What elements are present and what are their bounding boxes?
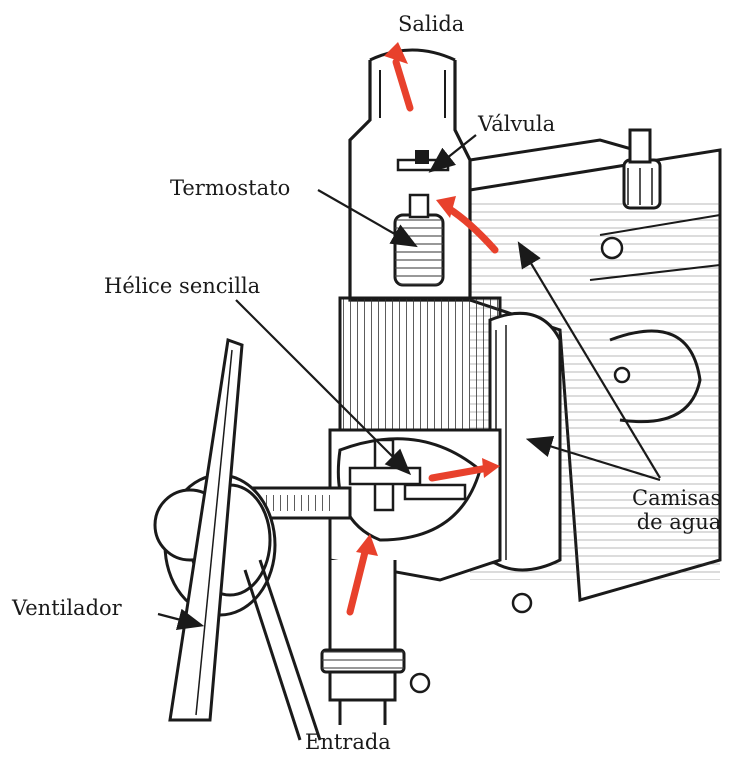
label-camisas-line2: de agua	[632, 510, 721, 534]
label-termostato: Termostato	[170, 176, 290, 200]
label-entrada: Entrada	[305, 730, 391, 754]
label-salida: Salida	[398, 12, 464, 36]
label-valvula: Válvula	[478, 112, 555, 136]
label-camisas-line1: Camisas	[632, 486, 721, 510]
label-ventilador: Ventilador	[12, 596, 122, 620]
label-helice-sencilla: Hélice sencilla	[104, 274, 260, 298]
thermostat-housing	[350, 50, 470, 300]
bolt-icon	[602, 238, 622, 258]
inlet-pipe	[322, 560, 404, 725]
label-camisas-de-agua: Camisas de agua	[632, 486, 721, 534]
water-pump	[240, 430, 500, 580]
fan-assembly	[155, 340, 320, 740]
